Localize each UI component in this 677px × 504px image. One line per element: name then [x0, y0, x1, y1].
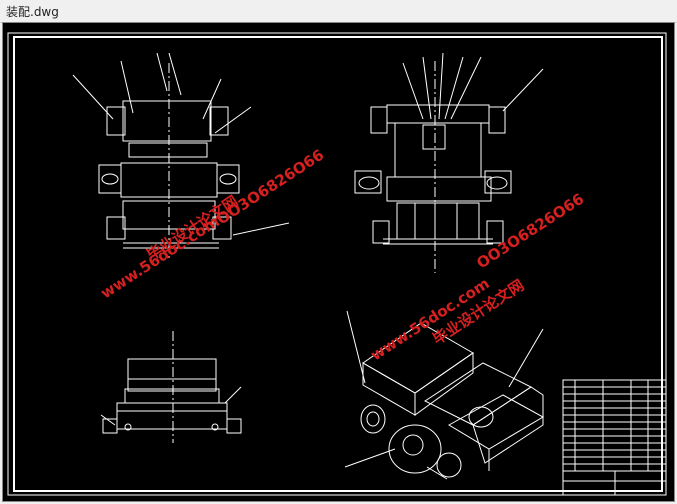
watermark-layer: 毕业设计论文网 OO3O6826O66 www.56doc.com OO3O68…: [97, 146, 587, 365]
title-block: [562, 379, 667, 496]
isometric-view: [344, 310, 545, 480]
front-view: [354, 52, 544, 273]
watermark-text: OO3O6826O66: [213, 146, 327, 229]
watermark-text: OO3O6826O66: [473, 190, 587, 273]
title-bar: 装配.dwg: [0, 0, 677, 23]
window-title: 装配.dwg: [6, 5, 59, 19]
cad-drawing: 毕业设计论文网 OO3O6826O66 www.56doc.com OO3O68…: [7, 32, 667, 496]
side-view: [100, 331, 242, 443]
watermark-text: www.56doc.com: [97, 212, 222, 302]
top-view: [72, 52, 290, 258]
drawing-canvas[interactable]: 毕业设计论文网 OO3O6826O66 www.56doc.com OO3O68…: [2, 22, 675, 502]
